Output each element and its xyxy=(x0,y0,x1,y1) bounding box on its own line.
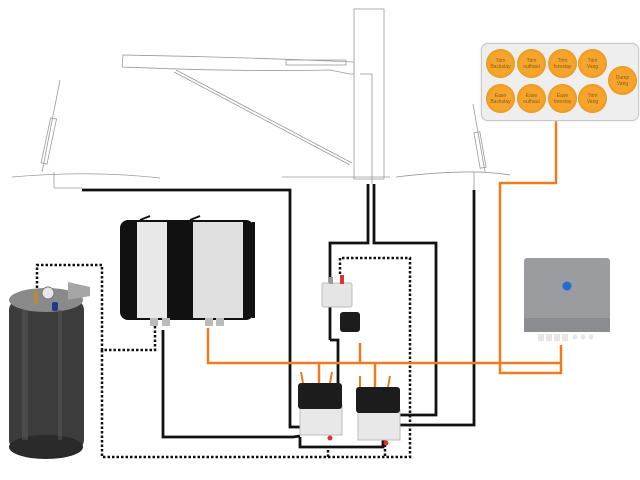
electrical-control-box xyxy=(524,258,610,341)
forestay-cylinder-body xyxy=(473,131,487,169)
dump-valve-solenoid xyxy=(340,312,360,332)
deck-right xyxy=(395,171,511,178)
deck-left xyxy=(11,173,161,179)
hydraulic-line-pump-pressure xyxy=(161,330,301,439)
electric-line-bus xyxy=(206,328,561,365)
tank-body xyxy=(9,300,84,450)
pressure-gauge-icon xyxy=(41,286,55,300)
rig-outline xyxy=(11,8,511,190)
oil-tank xyxy=(9,282,90,459)
return-line-tank-pump xyxy=(35,263,157,352)
control-panel: Trim Backstay Trim outhaul Trim forestay… xyxy=(481,43,639,121)
forestay-cylinder xyxy=(472,103,486,173)
filler-cap-icon xyxy=(52,302,58,311)
power-pack-panel-1 xyxy=(137,222,167,318)
electric-line-panel-box xyxy=(498,120,563,375)
backstay-cylinder-body xyxy=(40,117,57,165)
solenoid-valve-block-2 xyxy=(356,375,401,446)
dump-vang-button[interactable]: Dump Vang xyxy=(608,66,637,95)
hydraulic-line-mast-2 xyxy=(372,184,438,417)
return-lines xyxy=(35,256,412,459)
backstay-cylinder xyxy=(41,79,61,173)
tank-bottom xyxy=(9,435,83,459)
fitting-icon xyxy=(34,290,38,304)
hydraulic-power-pack xyxy=(120,215,255,326)
solenoid-valve-block-1 xyxy=(298,371,343,441)
ease-backstay-button[interactable]: Ease Backstay xyxy=(486,84,515,113)
ease-outhaul-button[interactable]: Ease outhaul xyxy=(517,84,546,113)
outhaul-cylinder xyxy=(285,59,347,66)
vang-cylinder-edge xyxy=(175,69,353,164)
status-light-icon xyxy=(562,281,572,291)
trim-vang-button[interactable]: Trim Vang xyxy=(578,49,607,78)
vang-cylinder xyxy=(173,71,351,166)
trim-vang-button-2[interactable]: Trim Vang xyxy=(578,84,607,113)
dump-valve-block xyxy=(321,275,360,332)
mast xyxy=(353,8,385,180)
return-line-main xyxy=(100,256,412,459)
trim-backstay-button[interactable]: Trim Backstay xyxy=(486,49,515,78)
electric-lines xyxy=(206,120,563,390)
mounting-bracket xyxy=(68,282,90,300)
hydraulic-line-forestay xyxy=(400,190,476,427)
trim-forestay-button[interactable]: Trim forestay xyxy=(548,49,577,78)
boom xyxy=(121,54,355,75)
power-pack-panel-2 xyxy=(193,222,243,318)
trim-outhaul-button[interactable]: Trim outhaul xyxy=(517,49,546,78)
ease-forestay-button[interactable]: Ease forestay xyxy=(548,84,577,113)
tank-lid xyxy=(9,288,83,312)
